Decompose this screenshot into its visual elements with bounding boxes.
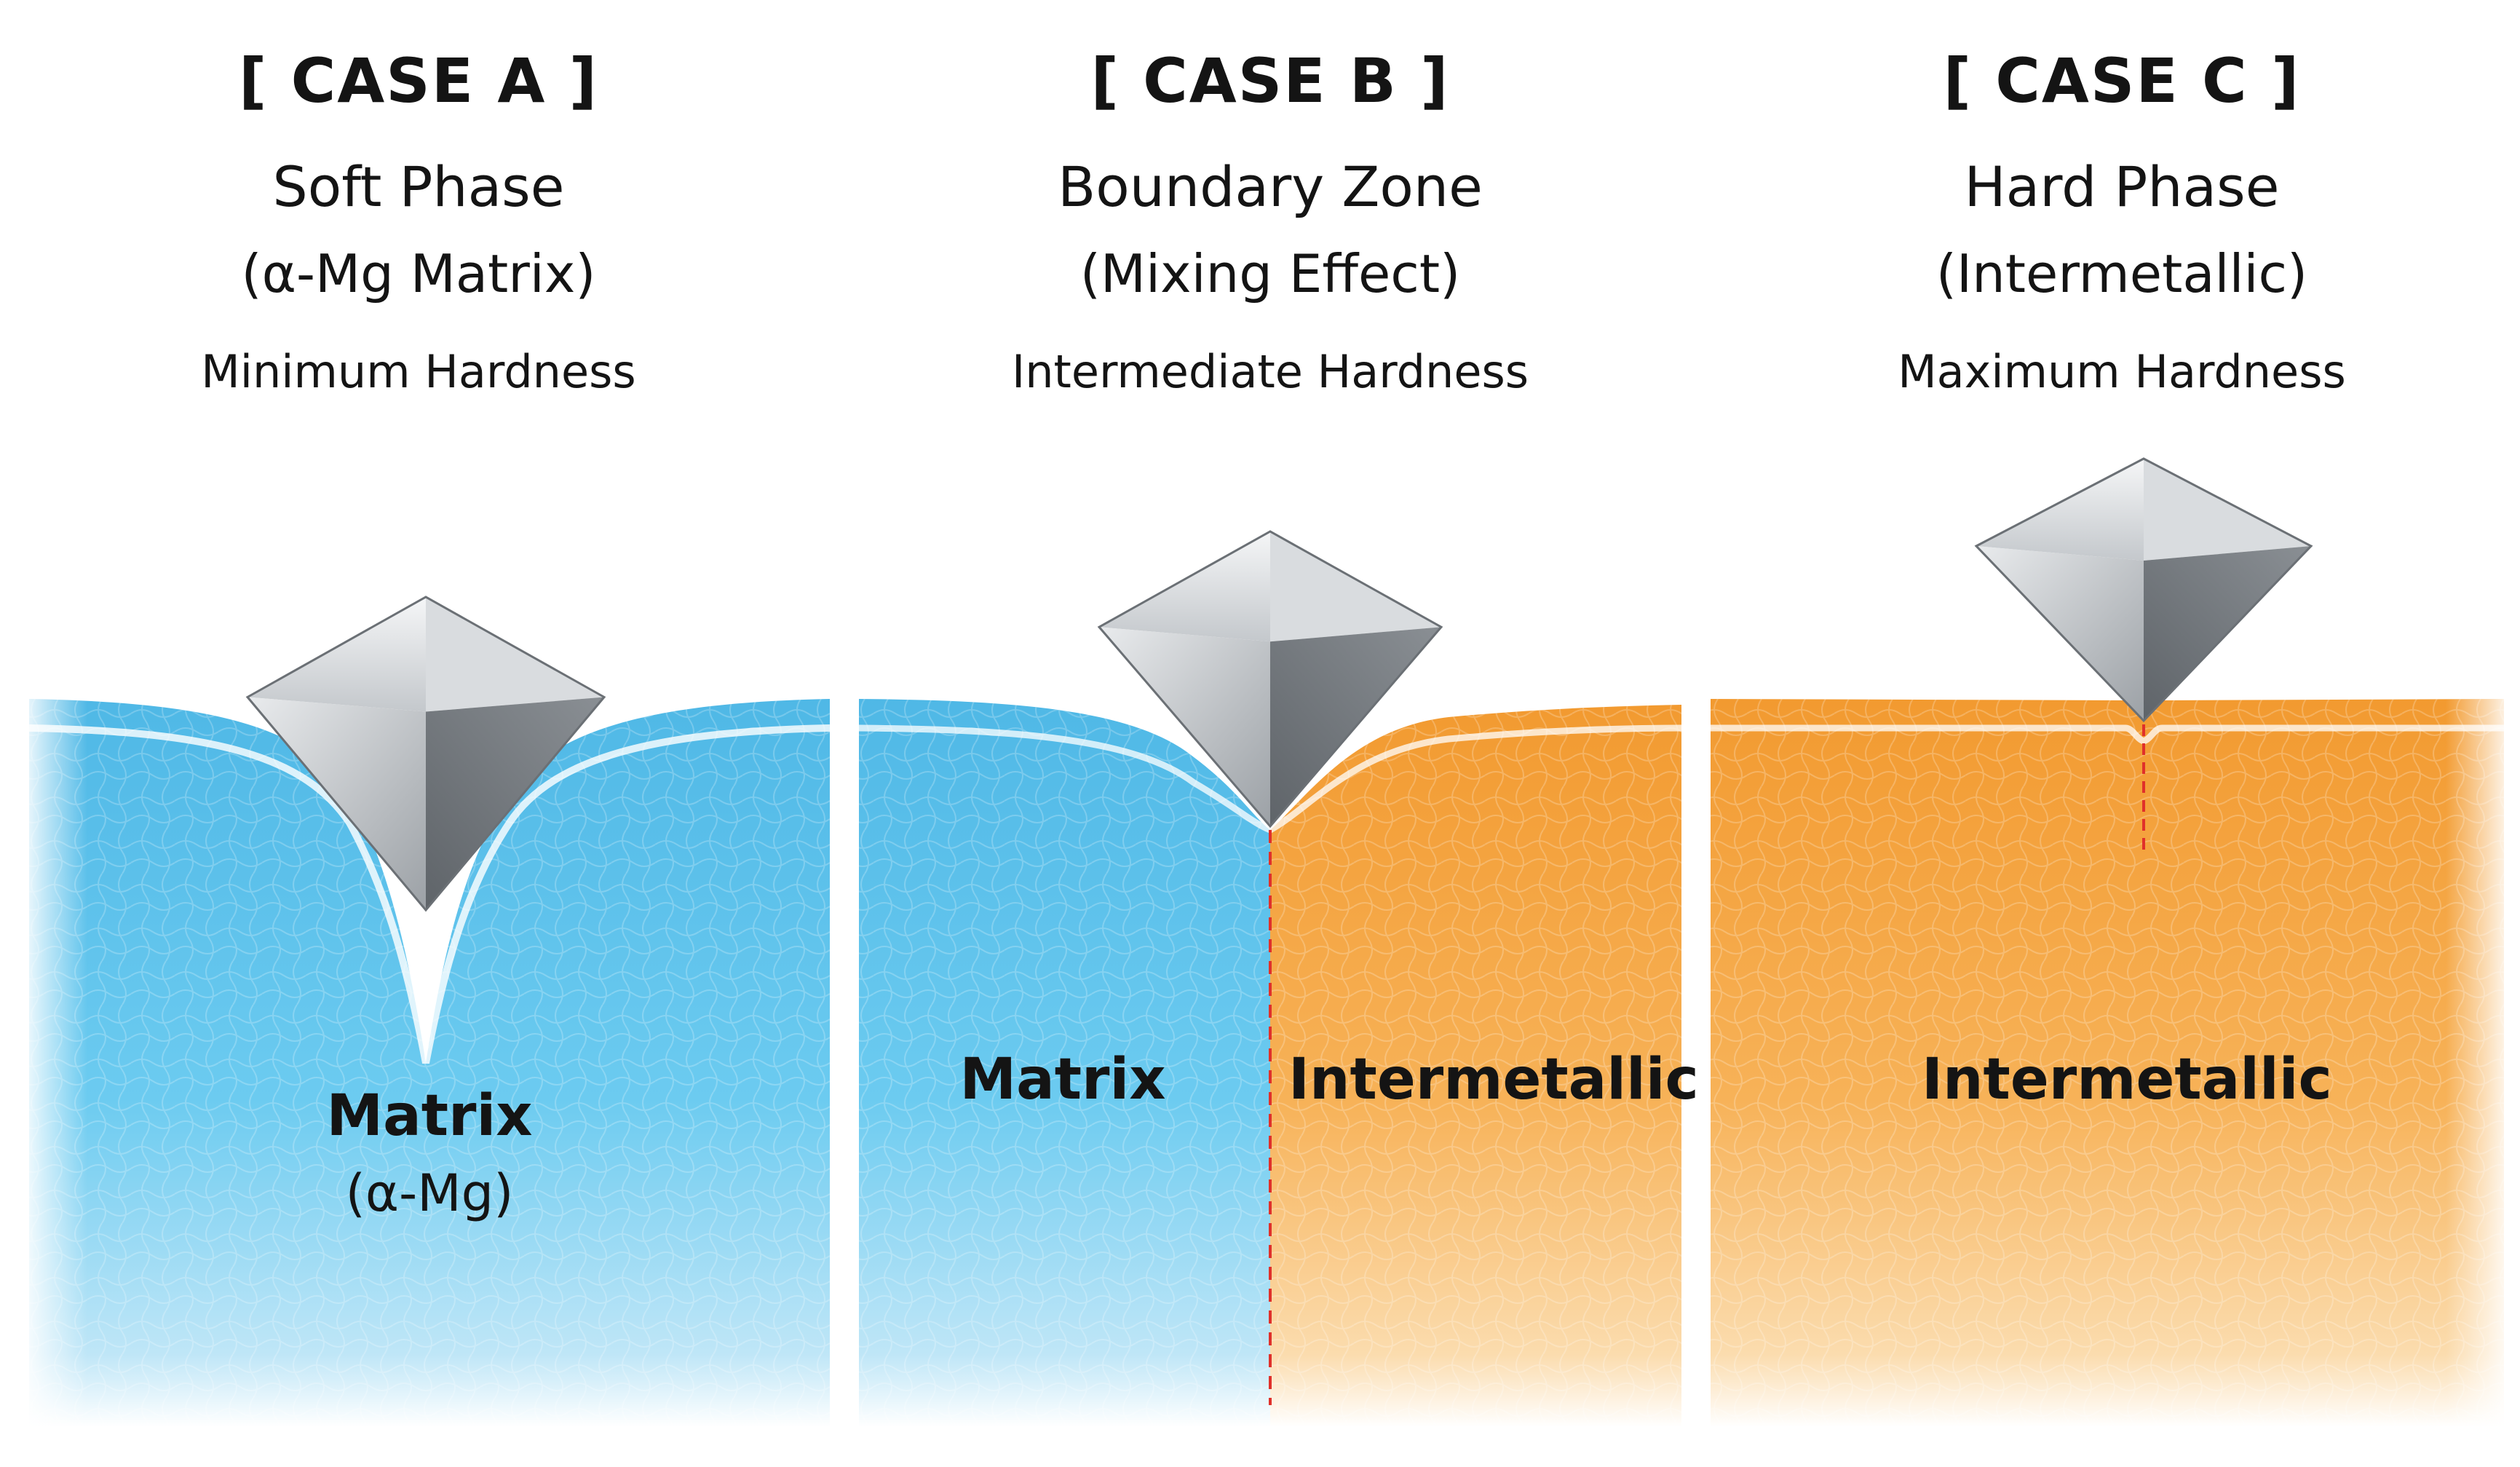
case-b-intermetallic-label: Intermetallic <box>1288 1047 1699 1112</box>
case-c-surface-highlight <box>1711 724 2504 745</box>
case-b-hardness: Intermediate Hardness <box>1011 345 1529 398</box>
case-b-matrix-label: Matrix <box>959 1047 1166 1112</box>
case-c-indenter-outline <box>1974 457 2313 723</box>
case-a-subtitle: (α-Mg Matrix) <box>241 243 596 304</box>
case-a-phase: Soft Phase <box>272 154 565 219</box>
case-b-indenter-top-right-face <box>1270 531 1441 642</box>
case-c-indenter-top-left-face <box>1976 459 2144 561</box>
case-b-intermetallic-texture <box>1270 705 1681 1427</box>
case-a-indenter-outline <box>245 596 606 912</box>
case-c-phase: Hard Phase <box>1964 154 2280 219</box>
case-c-intermetallic-texture <box>1711 699 2504 1427</box>
case-a-left-fade <box>29 699 87 1427</box>
case-a-indenter-top-left-face <box>247 597 426 712</box>
case-a-surface-highlight <box>28 724 831 1064</box>
case-b-title: [ CASE B ] <box>1090 45 1450 116</box>
case-a-matrix-sublabel: (α-Mg) <box>345 1163 514 1223</box>
case-a-matrix-label: Matrix <box>326 1083 533 1149</box>
case-b-indenter-top-left-face <box>1099 531 1270 642</box>
case-b-matrix-texture <box>859 699 1270 1427</box>
case-b-phase: Boundary Zone <box>1058 154 1483 219</box>
case-c-indenter <box>1974 457 2313 723</box>
case-a-title: [ CASE A ] <box>238 45 599 116</box>
case-c-hardness: Maximum Hardness <box>1898 345 2346 398</box>
case-a-header: [ CASE A ] Soft Phase (α-Mg Matrix) Mini… <box>0 0 837 408</box>
case-b-subtitle: (Mixing Effect) <box>1079 243 1461 304</box>
case-c-intermetallic-label: Intermetallic <box>1922 1047 2332 1112</box>
case-a-hardness: Minimum Hardness <box>201 345 636 398</box>
case-c-header: [ CASE C ] Hard Phase (Intermetallic) Ma… <box>1703 0 2520 408</box>
case-b-indenter <box>1097 530 1443 829</box>
case-b-indenter-outline <box>1097 530 1443 829</box>
case-c-title: [ CASE C ] <box>1943 45 2301 116</box>
case-a-indenter-top-right-face <box>426 597 604 712</box>
case-c-right-fade <box>2446 699 2504 1427</box>
case-b-surface-highlight <box>858 724 1682 834</box>
case-c-indenter-top-right-face <box>2144 459 2311 561</box>
case-c-subtitle: (Intermetallic) <box>1935 243 2308 304</box>
case-a-indenter <box>245 596 606 912</box>
case-b-header: [ CASE B ] Boundary Zone (Mixing Effect)… <box>852 0 1689 408</box>
